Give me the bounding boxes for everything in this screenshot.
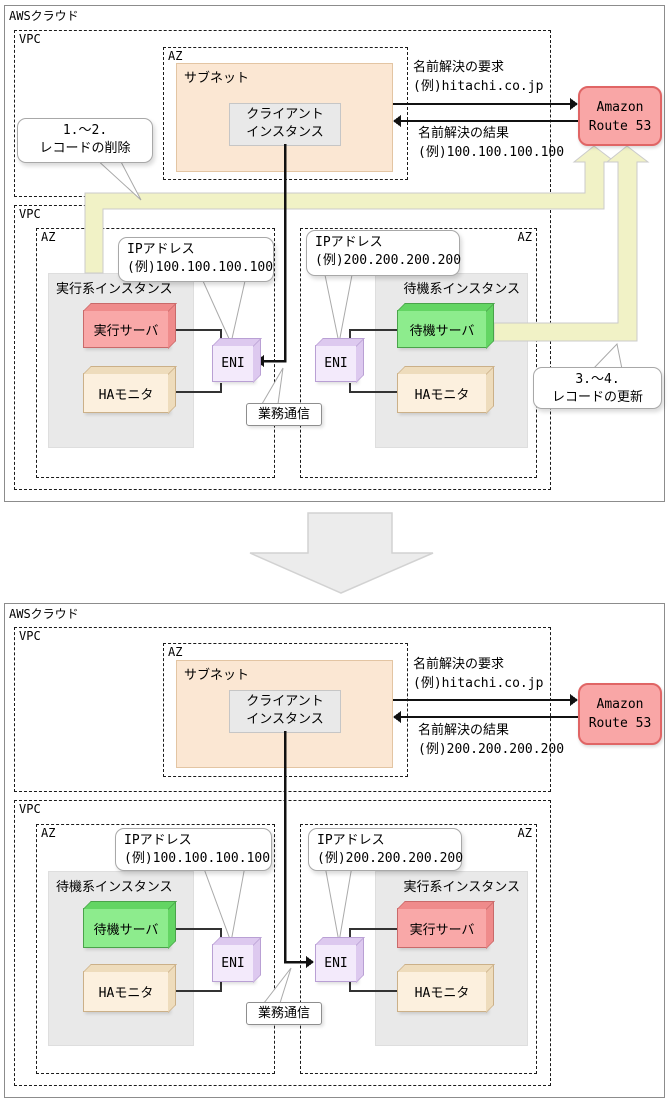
ha-monitor-label-left-after: HAモニタ — [98, 986, 154, 1001]
standby-server-label-before: 待機サーバ — [409, 323, 475, 339]
ip-right-line2-after: (例)200.200.200.200 — [317, 851, 464, 866]
route53-line2-before: Route 53 — [588, 119, 652, 134]
active-instance-box-after: 実行系インスタンス — [375, 871, 528, 1046]
business-comm-label-before: 業務通信 — [246, 403, 322, 426]
dns-request-line2-after: (例)hitachi.co.jp — [413, 676, 544, 691]
vpc-bottom-label-before: VPC — [19, 207, 41, 221]
dns-request-line2-before: (例)hitachi.co.jp — [413, 79, 544, 94]
ha-monitor-label-right-after: HAモニタ — [414, 986, 470, 1001]
active-server-box-before: 実行サーバ — [83, 310, 169, 348]
ip-right-line1-after: IPアドレス — [317, 833, 385, 848]
dns-request-line1-after: 名前解決の要求 — [413, 657, 505, 672]
dns-request-label-before: 名前解決の要求 (例)hitachi.co.jp — [413, 58, 543, 96]
aws-cloud-box-before: AWSクラウド — [4, 5, 665, 502]
subnet-label-before: サブネット — [184, 71, 250, 86]
standby-instance-box-after: 待機系インスタンス — [48, 871, 194, 1046]
record-delete-line2: レコードの削除 — [39, 141, 131, 156]
record-delete-callout: 1.～2. レコードの削除 — [17, 118, 153, 163]
az-left-label-after: AZ — [41, 826, 56, 840]
az-right-label-before: AZ — [517, 230, 532, 244]
aws-cloud-label-after: AWSクラウド — [9, 607, 79, 621]
client-instance-line2-before: インスタンス — [246, 125, 324, 140]
record-update-callout: 3.～4. レコードの更新 — [533, 367, 662, 409]
active-server-label-after: 実行サーバ — [409, 922, 475, 938]
az-left-label-before: AZ — [41, 230, 56, 244]
eni-box-right-before: ENI — [315, 345, 357, 382]
eni-label-right-before: ENI — [324, 356, 348, 371]
ha-monitor-box-left-before: HAモニタ — [83, 373, 169, 413]
dns-result-line2-after: (例)200.200.200.200 — [418, 742, 565, 757]
ip-callout-left-before: IPアドレス (例)100.100.100.100 — [118, 237, 274, 282]
standby-instance-box-before: 待機系インスタンス — [375, 273, 528, 448]
business-comm-text-before: 業務通信 — [257, 407, 310, 422]
subnet-label-after: サブネット — [184, 668, 250, 683]
ha-monitor-label-right-before: HAモニタ — [414, 387, 470, 403]
dns-request-line1-before: 名前解決の要求 — [413, 60, 505, 75]
vpc-top-label-before: VPC — [19, 32, 41, 46]
ha-monitor-box-right-before: HAモニタ — [397, 373, 487, 413]
az-right-label-after: AZ — [517, 826, 532, 840]
ha-monitor-box-right-after: HAモニタ — [397, 971, 487, 1012]
route53-box-after: Amazon Route 53 — [578, 683, 662, 745]
record-update-line2: レコードの更新 — [551, 390, 643, 405]
vpc-bottom-label-after: VPC — [19, 802, 41, 816]
dns-result-line2-before: (例)100.100.100.100 — [418, 145, 565, 160]
client-instance-line2-after: インスタンス — [246, 712, 324, 727]
transition-down-arrow — [249, 512, 434, 594]
business-comm-text-after: 業務通信 — [257, 1006, 310, 1021]
active-instance-label-after: 実行系インスタンス — [403, 880, 520, 895]
vpc-top-label-after: VPC — [19, 629, 41, 643]
eni-label-left-before: ENI — [221, 356, 245, 371]
aws-cloud-label-before: AWSクラウド — [9, 9, 79, 23]
vpc-top-box-after: VPC — [14, 627, 551, 792]
ip-callout-right-before: IPアドレス (例)200.200.200.200 — [306, 230, 462, 276]
dns-result-label-after: 名前解決の結果 (例)200.200.200.200 — [418, 721, 564, 759]
eni-box-right-after: ENI — [315, 944, 357, 982]
route53-box-before: Amazon Route 53 — [578, 86, 662, 146]
dns-request-label-after: 名前解決の要求 (例)hitachi.co.jp — [413, 655, 543, 693]
standby-server-box-after: 待機サーバ — [83, 908, 169, 948]
client-instance-line1-before: クライアント — [246, 107, 324, 122]
active-instance-label-before: 実行系インスタンス — [56, 282, 173, 297]
eni-label-left-after: ENI — [221, 955, 245, 971]
active-server-box-after: 実行サーバ — [397, 908, 487, 948]
route53-line1-after: Amazon — [596, 697, 644, 712]
ha-monitor-label-left-before: HAモニタ — [98, 387, 154, 403]
client-instance-box-after: クライアント インスタンス — [229, 690, 341, 733]
ip-left-line2-after: (例)100.100.100.100 — [124, 851, 271, 866]
route53-line2-after: Route 53 — [588, 716, 652, 731]
eni-box-left-before: ENI — [212, 345, 254, 382]
aws-cloud-box-after: AWSクラウド — [4, 603, 665, 1098]
ip-left-line1-after: IPアドレス — [124, 833, 192, 848]
ip-callout-right-after: IPアドレス (例)200.200.200.200 — [308, 828, 464, 871]
dns-result-label-before: 名前解決の結果 (例)100.100.100.100 — [418, 124, 564, 162]
ip-right-line1-before: IPアドレス — [315, 235, 383, 250]
record-delete-line1: 1.～2. — [62, 123, 108, 138]
standby-server-label-after: 待機サーバ — [93, 922, 159, 938]
ip-left-line2-before: (例)100.100.100.100 — [127, 260, 274, 275]
ip-right-line2-before: (例)200.200.200.200 — [315, 253, 462, 268]
eni-box-left-after: ENI — [212, 944, 254, 982]
record-update-line1: 3.～4. — [575, 372, 620, 387]
standby-instance-label-before: 待機系インスタンス — [403, 282, 520, 297]
client-instance-line1-after: クライアント — [246, 694, 324, 709]
ip-left-line1-before: IPアドレス — [127, 242, 195, 257]
standby-server-box-before: 待機サーバ — [397, 310, 487, 348]
active-instance-box-before: 実行系インスタンス — [48, 273, 194, 448]
az-top-label-after: AZ — [168, 645, 183, 659]
standby-instance-label-after: 待機系インスタンス — [56, 880, 173, 895]
dns-result-line1-before: 名前解決の結果 — [418, 126, 510, 141]
eni-label-right-after: ENI — [324, 955, 348, 971]
dns-result-line1-after: 名前解決の結果 — [418, 723, 510, 738]
route53-line1-before: Amazon — [596, 100, 644, 115]
ha-monitor-box-left-after: HAモニタ — [83, 971, 169, 1012]
active-server-label-before: 実行サーバ — [93, 323, 159, 339]
az-top-label-before: AZ — [168, 49, 183, 63]
ip-callout-left-after: IPアドレス (例)100.100.100.100 — [115, 828, 272, 871]
business-comm-label-after: 業務通信 — [246, 1002, 322, 1025]
client-instance-box-before: クライアント インスタンス — [229, 103, 341, 146]
vpc-bottom-box-after: VPC — [14, 800, 551, 1086]
